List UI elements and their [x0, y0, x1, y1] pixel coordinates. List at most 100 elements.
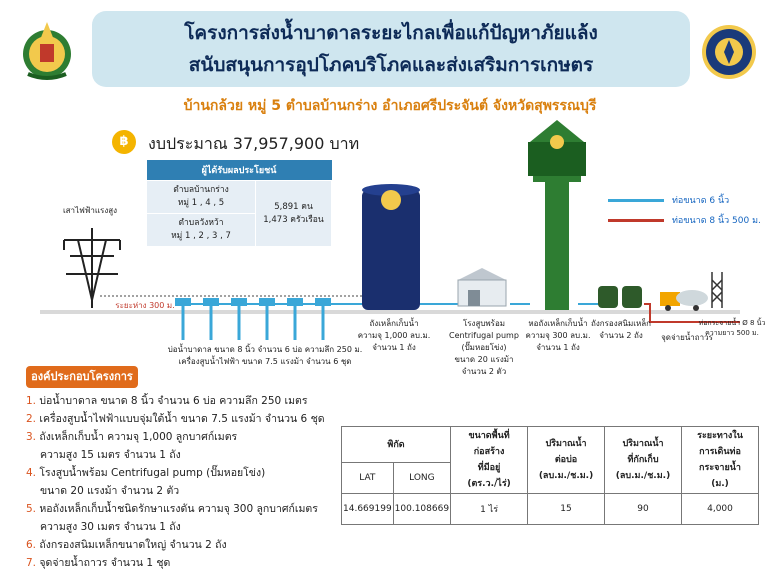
item-text: บ่อน้ำบาดาล ขนาด 8 นิ้ว จำนวน 6 บ่อ ความ… — [39, 395, 308, 407]
beneficiaries-table: ผู้ได้รับผลประโยชน์ ตำบลบ้านกร่าง หมู่ 1… — [146, 160, 332, 247]
village-list: หมู่ 1 , 4 , 5 — [177, 198, 225, 208]
header-line: การเดินท่อ — [699, 447, 741, 457]
wells-label-line2: เครื่องสูบน้ำไฟฟ้า ขนาด 7.5 แรงม้า จำนวน… — [178, 357, 352, 366]
budget-text: งบประมาณ 37,957,900 บาท — [148, 134, 360, 153]
long-value: 100.108669 — [392, 493, 452, 525]
steel-tank-label: ถังเหล็กเก็บน้ำ ความจุ 1,000 ลบ.ม. จำนวน… — [354, 318, 434, 354]
pipe-6in-legend-line — [608, 199, 664, 202]
well-pumps-icon — [175, 298, 331, 340]
label-line: ขนาด 20 แรงม้า — [454, 355, 514, 364]
header-line: ต่อบ่อ — [554, 455, 578, 465]
header-line: ปริมาณน้ำ — [545, 439, 587, 449]
page-title: โครงการส่งน้ำบาดาลระยะไกลเพื่อแก้ปัญหาภั… — [184, 22, 598, 44]
power-pole-label: เสาไฟฟ้าแรงสูง — [62, 206, 118, 215]
label-line: Centrifugal pump — [449, 331, 519, 340]
distribution-point-label: จุดจ่ายน้ำถาวร — [661, 333, 713, 342]
lat-value: 14.669199 — [341, 493, 394, 525]
item-number: 6. — [26, 539, 37, 551]
water-system-diagram — [40, 120, 740, 340]
power-pole-icon — [63, 228, 121, 308]
item-text: หอถังเหล็กเก็บน้ำชนิดรักษาแรงดัน ความจุ … — [39, 503, 318, 515]
steel-water-tank-icon — [362, 184, 420, 310]
project-info-table: พิกัด ขนาดพื้นที่ ก่อสร้าง ที่มีอยู่ (ตร… — [340, 426, 759, 525]
header-line: (ม.) — [711, 479, 729, 489]
title-banner — [92, 11, 690, 87]
item-text: จุดจ่ายน้ำถาวร จำนวน 1 ชุด — [39, 557, 171, 569]
people-count: 5,891 คน — [274, 201, 313, 212]
place-name: ตำบลวังหว้า — [178, 218, 224, 228]
label-line: ถังกรองสนิมเหล็ก — [591, 319, 651, 328]
label-line: หอถังเหล็กเก็บน้ำ — [528, 319, 588, 328]
label-line: ถังเหล็กเก็บน้ำ — [369, 319, 419, 328]
label-line: จำนวน 1 ถัง — [536, 343, 580, 352]
label-line: ความจุ 300 ลบ.ม. — [525, 331, 591, 340]
filter-tanks-label: ถังกรองสนิมเหล็ก จำนวน 2 ถัง — [588, 318, 654, 342]
component-item: 6. ถังกรองสนิมเหล็กขนาดใหญ่ จำนวน 2 ถัง — [26, 536, 227, 554]
filter-tanks-icon — [598, 286, 642, 308]
item-number: 4. — [26, 467, 37, 479]
components-heading: องค์ประกอบโครงการ — [26, 366, 138, 388]
component-item: 2. เครื่องสูบน้ำไฟฟ้าแบบจุ่มใต้น้ำ ขนาด … — [26, 410, 325, 428]
component-item: 7. จุดจ่ายน้ำถาวร จำนวน 1 ชุด — [26, 554, 170, 572]
item-number: 1. — [26, 395, 37, 407]
distance-header: ระยะทางใน การเดินท่อ กระจายน้ำ (ม.) — [681, 426, 759, 494]
header-line: ก่อสร้าง — [473, 447, 505, 457]
distance-300-label: ระยะห่าง 300 ม. — [115, 301, 175, 310]
yield-header: ปริมาณน้ำ ต่อบ่อ (ลบ.ม./ช.ม.) — [527, 426, 606, 494]
item-number: 5. — [26, 503, 37, 515]
page-title-line2: สนับสนุนการอุปโภคบริโภคและส่งเสริมการเกษ… — [188, 54, 594, 76]
header-line: กระจายน้ำ — [699, 463, 741, 473]
component-item: 5. หอถังเหล็กเก็บน้ำชนิดรักษาแรงดัน ความ… — [26, 500, 318, 518]
storage-header: ปริมาณน้ำ ที่กักเก็บ (ลบ.ม./ช.ม.) — [604, 426, 682, 494]
label-line: ท่อกระจายน้ำ Ø 8 นิ้ว — [698, 319, 766, 327]
beneficiary-place-1: ตำบลบ้านกร่าง หมู่ 1 , 4 , 5 — [146, 180, 256, 214]
ground-line — [40, 310, 740, 314]
beneficiaries-header: ผู้ได้รับผลประโยชน์ — [146, 160, 332, 181]
place-name: ตำบลบ้านกร่าง — [173, 185, 229, 195]
header-line: ที่มีอยู่ — [477, 463, 501, 473]
label-line: จำนวน 1 ถัง — [372, 343, 416, 352]
header-line: (ลบ.ม./ช.ม.) — [615, 471, 671, 481]
pipe-8in — [644, 303, 740, 323]
component-item-continued: ความสูง 30 เมตร จำนวน 1 ถัง — [40, 521, 181, 533]
wells-label: บ่อน้ำบาดาล ขนาด 8 นิ้ว จำนวน 6 บ่อ ความ… — [165, 344, 365, 368]
item-number: 7. — [26, 557, 37, 569]
header-line: ปริมาณน้ำ — [622, 439, 664, 449]
header-line: ระยะทางใน — [697, 431, 743, 441]
header-line: (ลบ.ม./ช.ม.) — [538, 471, 594, 481]
distance-value: 4,000 — [681, 493, 759, 525]
water-truck-icon — [660, 290, 708, 311]
location-subtitle: บ้านกล้วย หมู่ 5 ตำบลบ้านกร่าง อำเภอศรีป… — [183, 98, 597, 114]
item-text: ถังเหล็กเก็บน้ำ ความจุ 1,000 ลูกบาศก์เมต… — [39, 431, 238, 443]
component-item-continued: ความสูง 15 เมตร จำนวน 1 ถัง — [40, 449, 181, 461]
component-item: 3. ถังเหล็กเก็บน้ำ ความจุ 1,000 ลูกบาศก์… — [26, 428, 237, 446]
water-tower-icon — [528, 120, 586, 310]
component-item-continued: ขนาด 20 แรงม้า จำนวน 2 ตัว — [40, 485, 180, 497]
pipe-8in-legend-label: ท่อขนาด 8 นิ้ว 500 ม. — [672, 216, 761, 226]
pipe-8in-legend-line — [608, 219, 664, 222]
item-text: โรงสูบน้ำพร้อม Centrifugal pump (ปั๊มหอย… — [39, 467, 266, 479]
pump-house-icon — [457, 268, 507, 307]
coord-header: พิกัด — [340, 426, 452, 463]
label-line: โรงสูบพร้อม — [462, 319, 506, 328]
household-count: 1,473 ครัวเรือน — [263, 214, 324, 225]
header-line: ที่กักเก็บ — [627, 455, 659, 465]
label-line: ความยาว 500 ม. — [705, 329, 759, 337]
label-line: ความจุ 1,000 ลบ.ม. — [357, 331, 431, 340]
wells-label-line1: บ่อน้ำบาดาล ขนาด 8 นิ้ว จำนวน 6 บ่อ ความ… — [167, 345, 363, 354]
label-line: จำนวน 2 ถัง — [599, 331, 643, 340]
component-item: 1. บ่อน้ำบาดาล ขนาด 8 นิ้ว จำนวน 6 บ่อ ค… — [26, 392, 307, 410]
header-line: (ตร.ว./ไร่) — [467, 479, 511, 489]
lat-header: LAT — [341, 462, 394, 494]
item-number: 2. — [26, 413, 37, 425]
beneficiary-place-2: ตำบลวังหว้า หมู่ 1 , 2 , 3 , 7 — [146, 213, 256, 247]
long-header: LONG — [392, 462, 452, 494]
water-tower-label: หอถังเหล็กเก็บน้ำ ความจุ 300 ลบ.ม. จำนวน… — [522, 318, 594, 354]
area-header: ขนาดพื้นที่ ก่อสร้าง ที่มีอยู่ (ตร.ว./ไร… — [450, 426, 529, 494]
yield-value: 15 — [527, 493, 606, 525]
area-value: 1 ไร่ — [450, 493, 529, 525]
item-text: เครื่องสูบน้ำไฟฟ้าแบบจุ่มใต้น้ำ ขนาด 7.5… — [39, 413, 325, 425]
item-text: ถังกรองสนิมเหล็กขนาดใหญ่ จำนวน 2 ถัง — [39, 539, 227, 551]
ministry-seal-logo — [23, 22, 71, 80]
